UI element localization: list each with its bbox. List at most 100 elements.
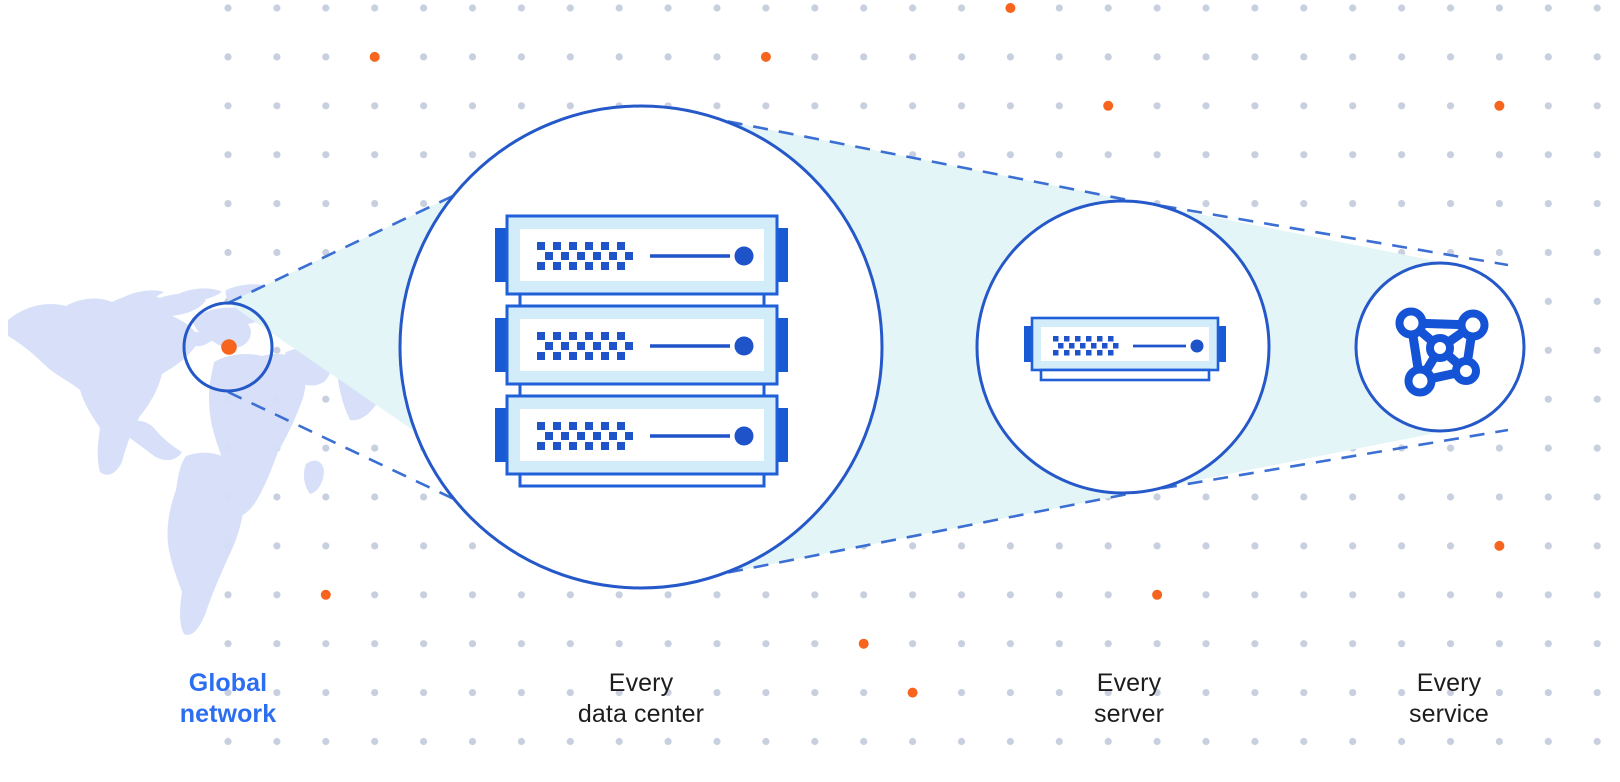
grid-dot	[1104, 4, 1112, 12]
grid-dot	[1593, 493, 1601, 501]
grid-dot	[566, 689, 574, 697]
grid-dot	[1349, 689, 1357, 697]
grid-dot	[1104, 151, 1112, 159]
grid-dot	[1202, 151, 1210, 159]
grid-dot	[420, 640, 428, 648]
grid-dot	[420, 689, 428, 697]
grid-dot	[957, 689, 966, 697]
grid-dot	[1104, 689, 1112, 697]
grid-dot	[371, 640, 379, 648]
grid-dot	[273, 200, 281, 208]
grid-dot	[322, 53, 330, 61]
server-unit-2	[495, 304, 788, 386]
grid-dot	[273, 591, 281, 599]
grid-dot	[371, 493, 379, 501]
grid-dot	[322, 640, 330, 648]
grid-dot	[371, 737, 379, 746]
grid-dot	[1006, 542, 1015, 550]
grid-dot	[1202, 640, 1210, 648]
grid-dot	[1300, 102, 1308, 110]
grid-dot	[1104, 737, 1112, 746]
grid-dot	[224, 200, 232, 208]
stage-every-service[interactable]	[1354, 261, 1526, 433]
grid-dot	[273, 248, 281, 257]
grid-dot	[1593, 444, 1601, 452]
grid-dot	[1593, 542, 1601, 550]
grid-dot	[1398, 4, 1406, 12]
grid-dot	[1104, 542, 1112, 550]
grid-dot	[615, 591, 623, 599]
label-global-network: Global network	[179, 669, 277, 728]
grid-dot	[1593, 248, 1601, 257]
grid-dot	[322, 102, 330, 110]
grid-dot	[713, 4, 721, 12]
grid-dot	[1544, 4, 1552, 12]
grid-dot	[1055, 542, 1063, 550]
grid-dot	[1300, 200, 1308, 208]
grid-dot	[1055, 591, 1063, 599]
grid-dot	[517, 737, 526, 746]
grid-dot	[224, 151, 232, 159]
grid-dot	[1300, 151, 1308, 159]
grid-dot	[1202, 4, 1210, 12]
grid-dot	[1202, 53, 1210, 61]
grid-dot	[517, 689, 526, 697]
stage-global-network[interactable]	[182, 301, 274, 393]
grid-dot	[468, 737, 477, 746]
grid-dot	[957, 53, 966, 61]
grid-dot	[1349, 53, 1357, 61]
grid-dot	[1251, 542, 1259, 550]
grid-dot	[224, 248, 232, 257]
stage-every-server[interactable]	[975, 199, 1271, 495]
grid-dot	[1349, 102, 1357, 110]
grid-dot	[1593, 4, 1601, 12]
grid-dot	[1202, 591, 1210, 599]
grid-dot	[1349, 737, 1357, 746]
grid-dot	[1398, 542, 1406, 550]
grid-dot	[566, 53, 574, 61]
grid-dot	[1104, 591, 1112, 599]
grid-dot	[811, 102, 819, 110]
grid-dot	[762, 640, 770, 648]
single-server-icon	[1024, 316, 1226, 382]
grid-dot	[615, 689, 623, 697]
grid-dot	[273, 493, 281, 501]
grid-dot	[1300, 689, 1308, 697]
grid-dot	[322, 395, 330, 403]
grid-dot	[322, 737, 330, 746]
grid-dot	[322, 542, 330, 550]
grid-dot	[468, 689, 477, 697]
grid-dot	[420, 4, 428, 12]
grid-dot	[1398, 53, 1406, 61]
grid-dot	[713, 737, 721, 746]
grid-dot	[371, 102, 379, 110]
grid-dot	[615, 53, 623, 61]
grid-dot	[860, 591, 868, 599]
single-server-base-rail	[1039, 368, 1211, 382]
grid-dot	[1251, 53, 1259, 61]
grid-dot	[957, 4, 966, 12]
grid-dot	[1006, 737, 1015, 746]
stage-every-data-center[interactable]	[398, 104, 884, 590]
grid-dot	[1398, 200, 1406, 208]
grid-dot	[1495, 200, 1503, 208]
grid-dot	[1055, 102, 1063, 110]
grid-dot	[1495, 493, 1503, 501]
grid-dot	[1593, 151, 1601, 159]
grid-dot	[664, 640, 672, 648]
grid-dot	[566, 640, 574, 648]
grid-dot	[1398, 640, 1406, 648]
grid-dot	[224, 53, 232, 61]
grid-dot	[1544, 102, 1552, 110]
grid-dot	[957, 737, 966, 746]
grid-dot	[1202, 493, 1210, 501]
grid-dot	[1202, 200, 1210, 208]
grid-dot	[1544, 737, 1552, 746]
grid-dot	[1544, 200, 1552, 208]
grid-dot	[566, 591, 574, 599]
grid-dot	[811, 4, 819, 12]
grid-dot	[1593, 640, 1601, 648]
grid-dot	[1153, 4, 1161, 12]
grid-dot	[713, 640, 721, 648]
